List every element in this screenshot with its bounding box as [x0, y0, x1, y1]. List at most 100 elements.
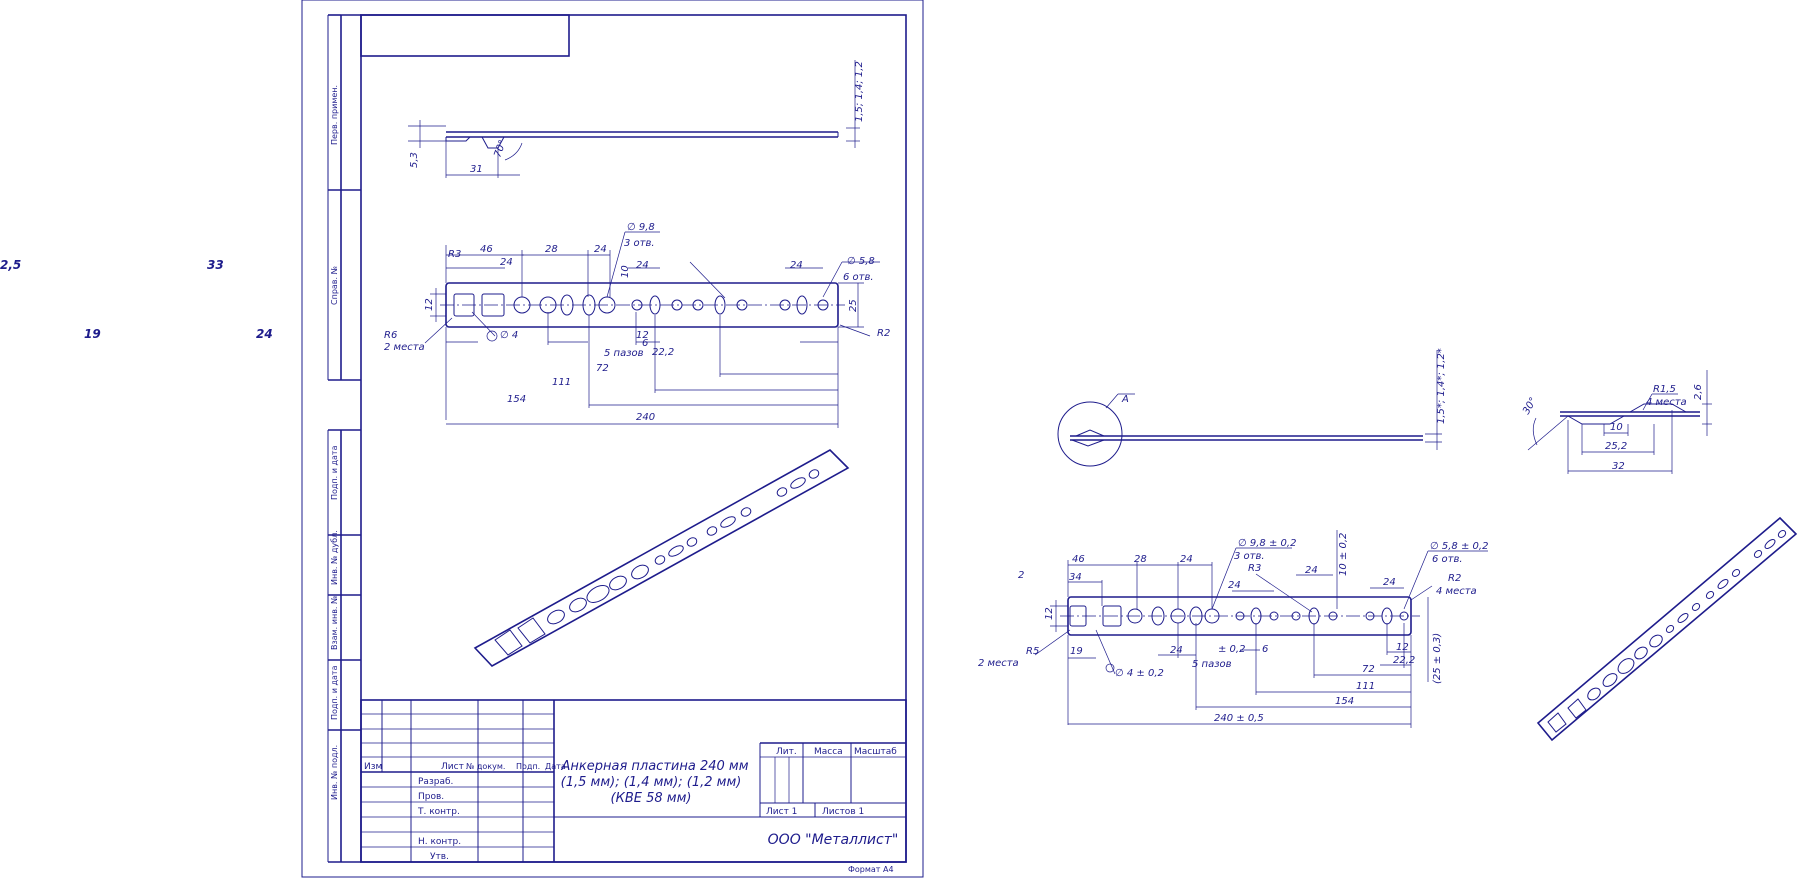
drawing-line	[668, 545, 684, 557]
dimension-label: 46	[1072, 554, 1085, 565]
dimension-label: 2	[1018, 570, 1024, 581]
drawing-line	[1731, 569, 1741, 577]
tb-role: Утв.	[430, 852, 449, 862]
dimension-label: 240	[636, 412, 655, 423]
dimension-label: 19	[1070, 646, 1083, 657]
drawing-line	[1105, 663, 1115, 673]
drawing-line	[1399, 611, 1409, 621]
dimension-label: 3 отв.	[1234, 551, 1265, 562]
tb-header-izm: Изм	[364, 762, 382, 772]
side-label: Подп. и дата	[330, 445, 339, 500]
dimension-label: 6 отв.	[1432, 554, 1463, 565]
dimension-label: R6	[384, 330, 397, 341]
dimension-label: 111	[552, 377, 571, 388]
drawing-line	[1071, 439, 1105, 447]
dimension-label: ∅ 5,8	[847, 256, 875, 267]
drawing-line	[839, 324, 871, 337]
tb-header-sign: Подп.	[516, 762, 540, 771]
dimension-label: 34	[1069, 572, 1082, 583]
dimension-label: 5 пазов	[604, 348, 644, 359]
drawing-line	[586, 585, 610, 603]
side-label: Справ. №	[330, 265, 339, 305]
tb-sheet-no: Лист 1	[766, 807, 797, 817]
view1-top-view: R3 46 28 24 24 24 24 10 ∅ 9,8 3 отв. ∅ 5…	[384, 222, 890, 428]
detail-a-label: A	[1121, 394, 1129, 405]
drawing-line	[504, 142, 523, 161]
dimension-label: 2 места	[978, 658, 1019, 669]
dimension-label: 28	[545, 244, 558, 255]
stray-numbers: 2,5 33 19 24	[0, 258, 273, 341]
dimension-label: R2	[1448, 573, 1461, 584]
dimension-label: 72	[1362, 664, 1375, 675]
tb-sheets-total: Листов 1	[822, 807, 864, 817]
stray-number: 24	[256, 327, 273, 341]
dimension-label: R5	[1026, 646, 1039, 657]
drawing-line	[1102, 605, 1122, 627]
dimension-label: 3 отв.	[624, 238, 655, 249]
drawing-line	[796, 295, 808, 315]
drawing-line	[631, 299, 643, 311]
title-block: Изм Лист № докум. Подп. Дата Разраб. Про…	[360, 699, 907, 863]
drawing-line	[790, 477, 806, 489]
dimension-label: 24	[594, 244, 607, 255]
side-label: Взам. инв. №	[330, 595, 339, 650]
plate-iso-outline	[473, 449, 850, 668]
dimension-label: 24	[1305, 565, 1318, 576]
dimension-label: 70°	[492, 139, 508, 159]
dimension-label: 4 места	[1436, 586, 1477, 597]
drawing-line	[706, 526, 718, 536]
tb-role: Н. контр.	[418, 837, 461, 847]
view2-detail-a: 30° R1,5 4 места 2,6 10 25,2 32	[1521, 370, 1712, 474]
side-label: Инв. № дубл.	[330, 530, 339, 585]
drawing-line	[1532, 417, 1538, 446]
stray-number: 2,5	[0, 258, 21, 272]
drawing-line	[736, 299, 748, 311]
drawing-line	[720, 516, 736, 528]
dimension-label: 30°	[1521, 396, 1539, 417]
drawing-line	[1617, 658, 1635, 674]
top-corner-stamp	[360, 14, 570, 57]
dimension-label: ∅ 4 ± 0,2	[1115, 668, 1164, 679]
drawing-line	[1365, 611, 1375, 621]
dimension-label: 46	[480, 244, 493, 255]
dimension-label: R3	[448, 249, 461, 260]
side-label: Подп. и дата	[330, 665, 339, 720]
drawing-line	[494, 629, 523, 656]
dimension-label: 12	[1396, 642, 1409, 653]
drawing-line	[1105, 393, 1119, 409]
detail-a-circle	[1057, 401, 1123, 467]
view2-isometric	[1536, 516, 1798, 742]
dimension-label: (25 ± 0,3)	[1432, 633, 1443, 684]
dimension-label: 22,2	[652, 347, 674, 358]
drawing-line	[569, 597, 587, 613]
dimension-label: 24	[1180, 554, 1193, 565]
view2-side-view: A 1,5*; 1,4*; 1,2*	[1057, 348, 1447, 467]
dimension-label: 154	[507, 394, 526, 405]
dimension-label: 25	[848, 299, 859, 312]
drawing-line	[817, 299, 829, 311]
view2-top-view: 46 28 24 34 2 ∅ 9,8 ± 0,2 3 отв. ∅ 5,8 ±…	[978, 530, 1488, 728]
drawing-line	[517, 617, 546, 644]
drawing-line	[486, 330, 498, 342]
tb-scale: Масштаб	[854, 747, 897, 757]
tb-role: Т. контр.	[417, 807, 460, 817]
drawing-line	[560, 294, 574, 316]
dimension-label: 2 места	[384, 342, 425, 353]
drawing-line	[1211, 547, 1237, 610]
drawing-line	[779, 299, 791, 311]
drawing-line	[1649, 634, 1663, 648]
drawing-line	[654, 555, 666, 565]
dimension-label: 1,5*; 1,4*; 1,2*	[1436, 348, 1447, 424]
drawing-line	[1567, 698, 1587, 719]
tb-header-doc: № докум.	[466, 762, 505, 771]
drawing-line	[606, 231, 626, 298]
drawing-line	[808, 469, 820, 479]
drawing-line	[1328, 611, 1338, 621]
dimension-label: 12	[636, 330, 649, 341]
drawing-line	[1403, 550, 1429, 610]
side-label: Инв. № подл.	[330, 745, 339, 800]
drawing-line	[686, 537, 698, 547]
dimension-label: 32	[1612, 461, 1625, 472]
dimension-label: 24	[636, 260, 649, 271]
